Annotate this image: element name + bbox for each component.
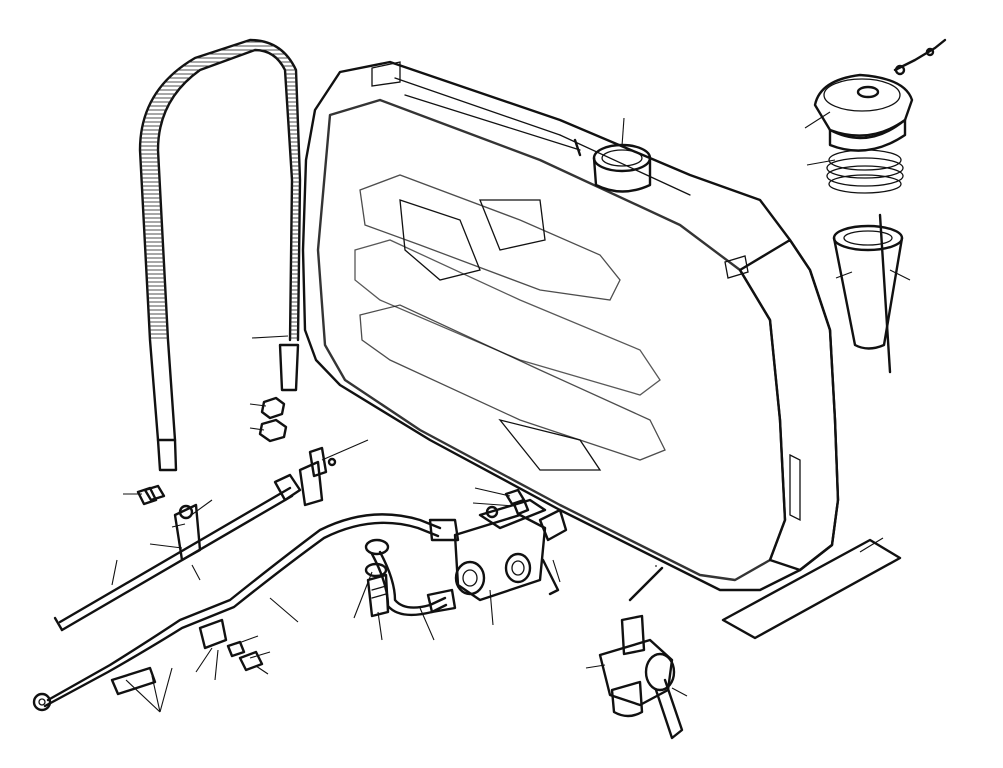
filler-gasket-spring	[826, 149, 904, 194]
strainer-filter	[832, 213, 904, 374]
three-way-union	[453, 488, 568, 602]
tank-pad-strip	[721, 538, 902, 640]
banjo-bolt	[143, 484, 390, 618]
fuel-line-pipe	[32, 513, 460, 712]
filler-cap-chain	[893, 38, 947, 76]
clamp-bracket	[136, 446, 337, 562]
callout-leaders	[111, 111, 911, 713]
fuel-tap-valve	[598, 566, 684, 740]
mounting-strap	[138, 38, 302, 472]
filler-cap	[813, 73, 914, 152]
strap-nuts	[258, 396, 288, 443]
control-rod	[53, 473, 302, 632]
fuel-tank	[301, 60, 840, 592]
